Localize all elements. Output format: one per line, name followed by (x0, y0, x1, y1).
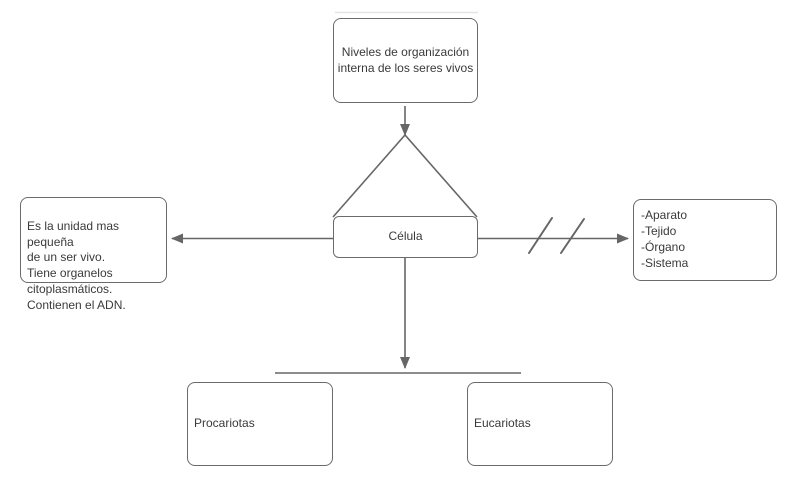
node-niveles-lista[interactable]: -Aparato -Tejido -Órgano -Sistema (633, 199, 777, 281)
node-label: Eucariotas (474, 416, 531, 431)
node-label: Niveles de organización interna de los s… (337, 44, 474, 75)
node-label: Célula (388, 229, 423, 244)
break-mark-1 (528, 217, 553, 254)
node-label: Es la unidad mas pequeña de un ser vivo.… (27, 218, 126, 312)
break-mark-2 (560, 218, 585, 254)
node-eucariotas[interactable]: Eucariotas (467, 382, 613, 466)
node-label: -Aparato -Tejido -Órgano -Sistema (641, 208, 689, 270)
connector-right-arrow[interactable] (478, 217, 629, 254)
node-procariotas[interactable]: Procariotas (187, 382, 333, 466)
node-label: Procariotas (194, 416, 255, 431)
node-celula[interactable]: Célula (333, 216, 478, 258)
node-niveles-de-organizacion[interactable]: Niveles de organización interna de los s… (333, 18, 478, 103)
node-descripcion-celula[interactable]: Es la unidad mas pequeña de un ser vivo.… (20, 197, 167, 312)
triangle-shape[interactable] (332, 133, 478, 218)
